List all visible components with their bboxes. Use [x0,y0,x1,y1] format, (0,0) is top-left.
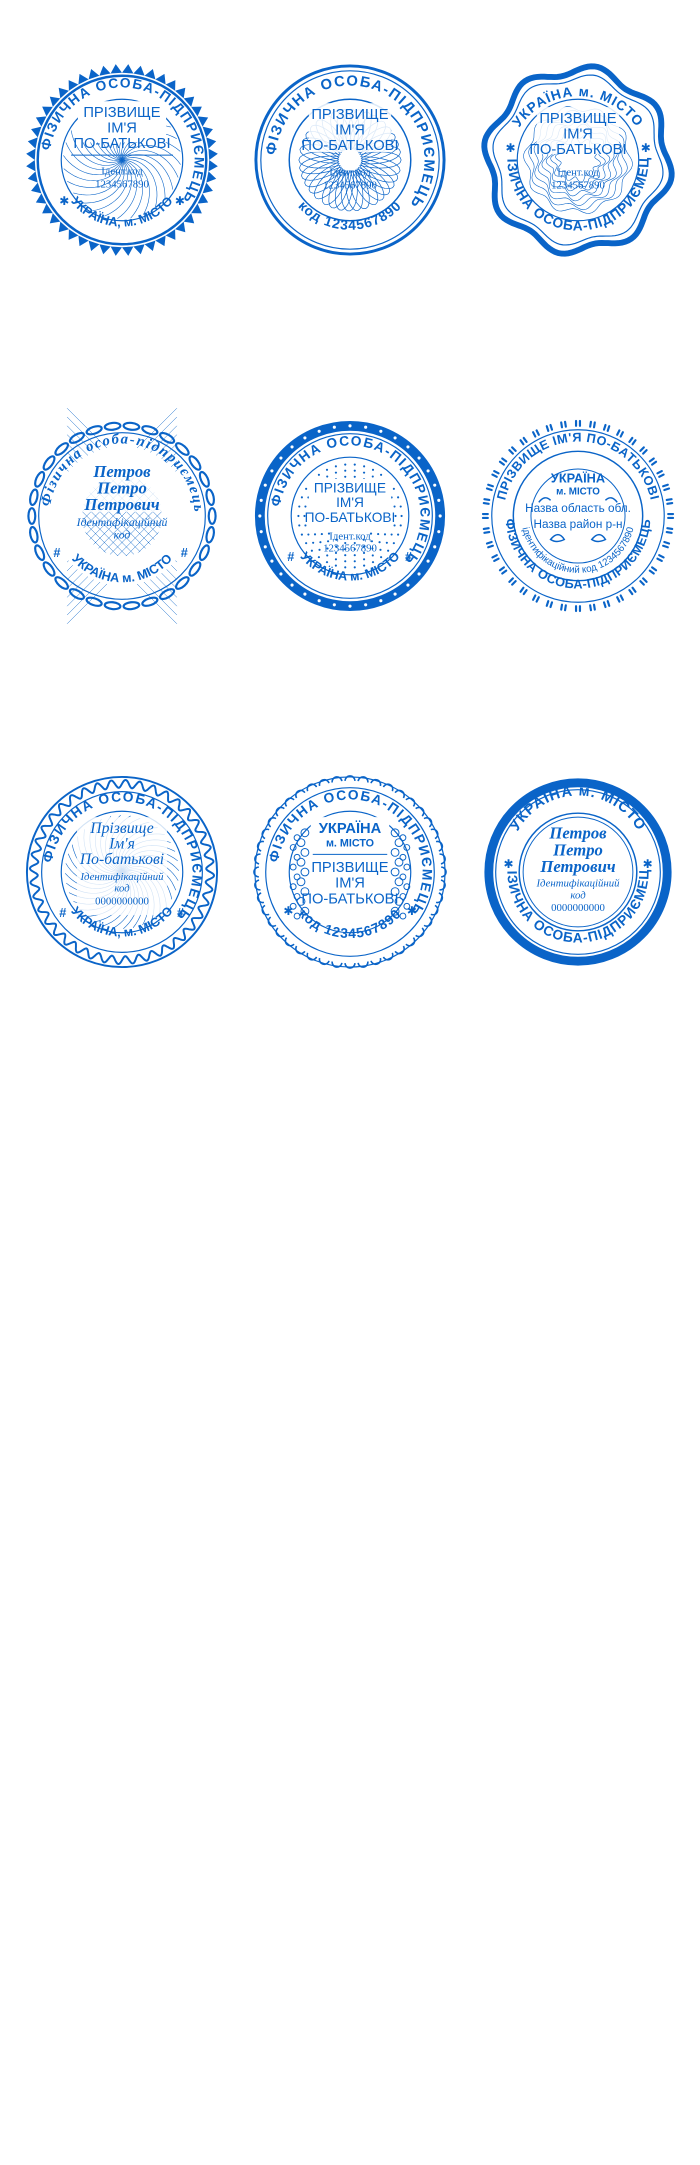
stamp-9-graphic: УКРАЇНА м. МІСТО ФІЗИЧНА ОСОБА-ПІДПРИЄМЕ… [474,762,672,966]
wave-dots-edge [253,775,447,969]
stamp-7: ФІЗИЧНА ОСОБА-ПІДПРИЄМЕЦЬ УКРАЇНА, м. МІ… [24,774,220,970]
stamp-2-line-2: ІМ'Я [335,123,365,139]
stamp-2-line-3: ПО-БАТЬКОВІ [301,138,398,154]
star-icon: ✱ [407,905,417,918]
stamp-1-line-1: ПРІЗВИЩЕ [83,105,160,121]
stamp-2: ФІЗИЧНА ОСОБА-ПІДПРИЄМЕЦЬ код 1234567890… [252,62,448,258]
stamp-8-line-3: ПРІЗВИЩЕ [311,860,388,876]
stamp-1-graphic: ФІЗИЧНА ОСОБА-ПІДПРИЄМЕЦЬ УКРАЇНА, м. МІ… [26,64,218,256]
stamp-9-line-5: код [570,889,586,901]
stamp-8-line-1: УКРАЇНА [319,820,382,837]
stamp-5-graphic: ФІЗИЧНА ОСОБА-ПІДПРИЄМЕЦЬ УКРАЇНА м. МІС… [254,420,446,612]
stamp-8-line-4: ІМ'Я [335,876,365,892]
star-icon: ✱ [175,195,185,208]
stamp-9-line-2: Петро [552,840,603,859]
hash-icon: # [181,545,188,560]
stamp-7-line-2: Ім'я [108,835,135,852]
flourish-icon [538,497,618,543]
stamp-4-graphic: Фізична особа-підприємець УКРАЇНА м. МІС… [27,408,217,624]
stamp-7-line-5: код [114,883,130,895]
stamp-7-line-6: 0000000000 [95,895,149,907]
svg-text:код 1234567890: код 1234567890 [296,198,405,233]
stamp-6-line-4: Назва район р-н [533,518,622,531]
star-icon: ✱ [641,142,651,155]
stamp-4-line-3: Петрович [83,495,159,514]
stamp-3-line-1: ПРІЗВИЩЕ [539,111,616,127]
hash-icon: # [53,545,60,560]
stamp-2-line-5: 1234567890 [323,179,377,191]
star-icon: ✱ [505,142,515,155]
stamp-8-graphic: ФІЗИЧНА ОСОБА-ПІДПРИЄМЕЦЬ код 1234567890… [253,775,447,969]
stamp-6-graphic: ПРІЗВИЩЕ ІМ'Я ПО-БАТЬКОВІ ФІЗИЧНА ОСОБА-… [481,419,675,613]
stamp-5: ФІЗИЧНА ОСОБА-ПІДПРИЄМЕЦЬ УКРАЇНА м. МІС… [252,418,448,614]
stamp-2-graphic: ФІЗИЧНА ОСОБА-ПІДПРИЄМЕЦЬ код 1234567890… [254,64,446,256]
stamp-8-line-5: ПО-БАТЬКОВІ [301,891,398,907]
hash-icon: # [59,905,66,920]
stamp-9-line-4: Ідентифікаційний [535,878,620,890]
stamp-9-line-1: Петров [548,824,607,843]
bubble-pattern [289,828,411,920]
stamp-3-graphic: УКРАЇНА м. МІСТО ФІЗИЧНА ОСОБА-ПІДПРИЄМЕ… [474,50,675,257]
stamp-5-line-5: 1234567890 [323,542,377,554]
stamp-1-bottom-text: УКРАЇНА, м. МІСТО [68,193,175,229]
stamp-9-line-3: Петрович [539,857,615,876]
stamp-7-graphic: ФІЗИЧНА ОСОБА-ПІДПРИЄМЕЦЬ УКРАЇНА, м. МІ… [25,775,219,969]
star-icon: ✱ [283,905,293,918]
hash-icon: # [287,549,294,564]
stamp-3-line-2: ІМ'Я [563,126,593,142]
stamp-1-line-5: 1234567890 [95,178,149,190]
star-icon: ✱ [59,195,69,208]
wave-border [25,775,219,969]
stamp-3-line-5: 1234567890 [551,179,605,191]
stamp-3-line-4: Ідент.код [557,167,599,179]
stamp-3: УКРАЇНА м. МІСТО ФІЗИЧНА ОСОБА-ПІДПРИЄМЕ… [474,50,676,258]
stamp-4-line-5: код [114,529,131,542]
stamp-1: ФІЗИЧНА ОСОБА-ПІДПРИЄМЕЦЬ УКРАЇНА, м. МІ… [24,62,220,258]
stamp-2-line-4: Ідент.код [329,167,371,179]
stamp-8-line-2: м. МІСТО [326,838,374,850]
stamp-3-line-3: ПО-БАТЬКОВІ [529,142,626,158]
stamp-5-line-2: ІМ'Я [336,495,364,510]
stamp-6: ПРІЗВИЩЕ ІМ'Я ПО-БАТЬКОВІ ФІЗИЧНА ОСОБА-… [480,418,676,614]
hash-icon: # [177,905,184,920]
stamp-5-line-4: Ідент.код [329,531,371,543]
stamp-6-line-1: УКРАЇНА [551,471,605,486]
stamp-4: Фізична особа-підприємець УКРАЇНА м. МІС… [24,408,220,624]
chain-edge [27,421,217,611]
star-icon: ✱ [643,858,653,871]
svg-text:УКРАЇНА, м. МІСТО: УКРАЇНА, м. МІСТО [68,193,175,229]
stamp-1-line-2: ІМ'Я [107,121,137,137]
stamp-7-line-1: Прізвище [89,820,153,837]
star-icon: ✱ [504,858,514,871]
stamp-9: УКРАЇНА м. МІСТО ФІЗИЧНА ОСОБА-ПІДПРИЄМЕ… [474,762,676,970]
hash-icon: # [405,549,412,564]
stamp-7-line-3: По-батькові [79,851,164,868]
stamp-4-line-1: Петров [92,462,151,481]
stamp-4-line-4: Ідентифікаційний [76,516,168,529]
stamp-4-line-2: Петро [96,478,147,497]
stamp-5-line-3: ПО-БАТЬКОВІ [305,510,396,525]
quote-edge [481,419,675,613]
stamp-6-line-2: м. МІСТО [556,486,600,497]
stamp-2-bottom-text: код 1234567890 [296,198,404,233]
stamp-1-line-4: Ідент.код [101,166,143,178]
stamp-5-line-1: ПРІЗВИЩЕ [314,480,386,495]
wavy-edge [481,63,675,257]
stamp-8: ФІЗИЧНА ОСОБА-ПІДПРИЄМЕЦЬ код 1234567890… [252,774,448,970]
star-band [258,424,442,608]
stamp-6-line-3: Назва область обл. [525,502,631,515]
stamp-2-line-1: ПРІЗВИЩЕ [311,107,388,123]
stamp-1-line-3: ПО-БАТЬКОВІ [73,136,170,152]
stamp-7-line-4: Ідентифікаційний [79,871,164,883]
stamp-9-line-6: 0000000000 [551,902,605,914]
